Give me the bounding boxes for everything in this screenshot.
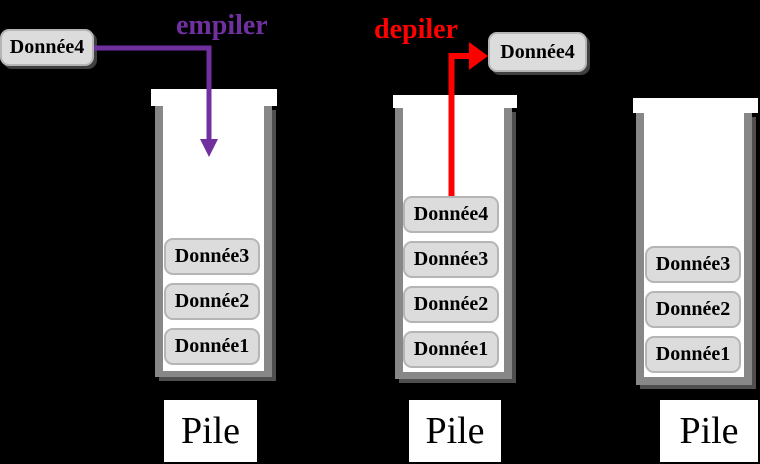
stack-item: Donnée3: [403, 241, 499, 278]
stack2-rim: [393, 95, 517, 108]
pop-target-box: Donnée4: [488, 32, 587, 72]
stack3-caption: Pile: [660, 400, 758, 462]
stack3-interior: [644, 113, 744, 377]
push-operation-label: empiler: [176, 10, 268, 41]
stack-item: Donnée2: [403, 286, 499, 323]
stack-item: Donnée3: [164, 238, 260, 275]
pop-operation-label: depiler: [374, 14, 458, 45]
stack-item: Donnée1: [164, 328, 260, 365]
stack-item: Donnée2: [645, 291, 741, 328]
stack-item: Donnée1: [645, 336, 741, 373]
stack-item: Donnée1: [403, 331, 499, 368]
stack1-rim: [151, 89, 277, 106]
stack2-caption: Pile: [409, 400, 501, 462]
stack3-rim: [633, 98, 758, 113]
pop-arrow-head-icon: [469, 42, 488, 70]
stack-item: Donnée2: [164, 283, 260, 320]
stack1-caption: Pile: [164, 400, 257, 462]
push-source-box: Donnée4: [0, 29, 94, 66]
stack-item: Donnée3: [645, 246, 741, 283]
stack-item: Donnée4: [403, 196, 499, 233]
